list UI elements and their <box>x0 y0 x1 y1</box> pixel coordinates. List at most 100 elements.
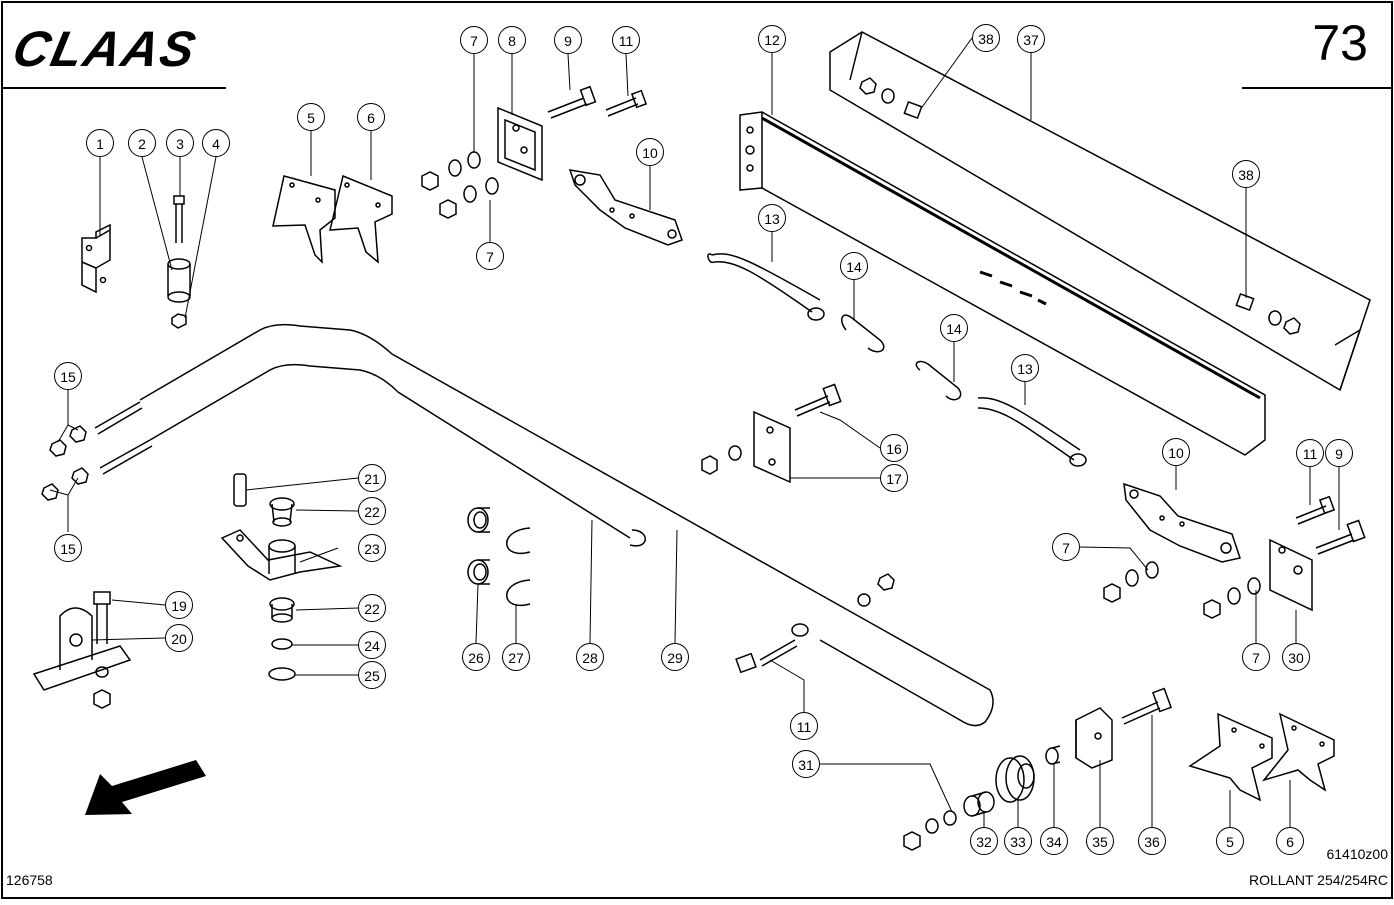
part-bolt-11-cable <box>735 573 895 674</box>
part-plate-6-top <box>329 174 393 264</box>
callout-38-right[interactable]: 38 <box>1232 160 1260 188</box>
callout-37[interactable]: 37 <box>1017 25 1045 53</box>
part-pulley-33 <box>995 755 1035 803</box>
callout-7-bottom[interactable]: 7 <box>1242 643 1270 671</box>
callout-22-bottom[interactable]: 22 <box>358 594 386 622</box>
callout-10-bottom[interactable]: 10 <box>1162 438 1190 466</box>
callout-9-top[interactable]: 9 <box>554 26 582 54</box>
part-bracket-1 <box>81 223 111 294</box>
callout-14-top[interactable]: 14 <box>840 252 868 280</box>
part-bracket-30 <box>1269 538 1313 612</box>
part-fasteners-38-top <box>859 77 923 119</box>
part-bushing-22-top <box>269 497 295 527</box>
callout-16[interactable]: 16 <box>880 434 908 462</box>
callout-19[interactable]: 19 <box>165 591 193 619</box>
callout-4[interactable]: 4 <box>202 129 230 157</box>
callout-24[interactable]: 24 <box>358 631 386 659</box>
document-number: 126758 <box>6 872 53 888</box>
callout-3[interactable]: 3 <box>166 129 194 157</box>
part-washers-17 <box>701 445 742 475</box>
callout-6-top[interactable]: 6 <box>357 103 385 131</box>
part-bolt-9-top <box>547 85 597 119</box>
callout-29[interactable]: 29 <box>661 643 689 671</box>
callout-13-bottom[interactable]: 13 <box>1011 354 1039 382</box>
callout-33[interactable]: 33 <box>1004 827 1032 855</box>
callout-27[interactable]: 27 <box>502 643 530 671</box>
part-spacer-34 <box>1045 745 1061 765</box>
callout-11-right[interactable]: 11 <box>1296 439 1324 467</box>
callout-15-top[interactable]: 15 <box>54 362 82 390</box>
part-bushing-22-bottom <box>269 597 295 623</box>
part-plate-5-bottom <box>1188 712 1273 802</box>
part-pin-21 <box>233 473 247 507</box>
callout-38-top[interactable]: 38 <box>972 24 1000 52</box>
part-plate-17 <box>753 410 791 484</box>
callout-10-top[interactable]: 10 <box>636 138 664 166</box>
callout-26[interactable]: 26 <box>462 643 490 671</box>
direction-arrow <box>85 760 206 815</box>
callout-36[interactable]: 36 <box>1138 827 1166 855</box>
callout-7-top[interactable]: 7 <box>460 26 488 54</box>
drawing-code: 61410z00 <box>1326 846 1388 862</box>
part-threaded-end-15-bottom <box>41 439 153 501</box>
part-bolt-11-bottom <box>1295 495 1336 525</box>
callout-21[interactable]: 21 <box>358 464 386 492</box>
leader-lines <box>49 37 1340 827</box>
part-washers-7-top <box>421 151 499 219</box>
part-washer-24 <box>271 638 293 650</box>
callout-31[interactable]: 31 <box>792 750 820 778</box>
callout-15-bottom[interactable]: 15 <box>54 534 82 562</box>
callout-14-bottom[interactable]: 14 <box>940 314 968 342</box>
callout-32[interactable]: 32 <box>970 827 998 855</box>
part-threaded-end-15-top <box>49 401 143 457</box>
callout-13-top[interactable]: 13 <box>758 204 786 232</box>
callout-6-bottom[interactable]: 6 <box>1276 827 1304 855</box>
callout-23[interactable]: 23 <box>358 534 386 562</box>
callout-8[interactable]: 8 <box>498 26 526 54</box>
part-ring-27-bottom <box>506 579 531 607</box>
page-number: 73 <box>1312 15 1368 71</box>
part-bolt-9-bottom <box>1315 519 1366 555</box>
callout-1[interactable]: 1 <box>86 129 114 157</box>
part-nuts-31 <box>903 810 957 851</box>
part-hook-14-top <box>841 314 885 353</box>
part-bracket-35 <box>1075 707 1113 769</box>
part-ring-27-top <box>506 527 531 555</box>
callout-22-top[interactable]: 22 <box>358 497 386 525</box>
model-label: ROLLANT 254/254RC <box>1248 872 1388 888</box>
part-beam-12 <box>739 111 1266 456</box>
callout-30[interactable]: 30 <box>1282 643 1310 671</box>
part-bolt-36 <box>1121 687 1173 725</box>
part-bracket-20 <box>32 607 132 691</box>
callout-11-top[interactable]: 11 <box>612 26 640 54</box>
callout-34[interactable]: 34 <box>1040 827 1068 855</box>
part-strap-10-bottom <box>1123 482 1241 563</box>
part-guide-37 <box>829 31 1371 392</box>
callout-20[interactable]: 20 <box>165 624 193 652</box>
part-bolt-3 <box>173 195 185 243</box>
callout-7-mid[interactable]: 7 <box>476 242 504 270</box>
part-spacer-32 <box>963 791 995 817</box>
callout-5-bottom[interactable]: 5 <box>1216 827 1244 855</box>
callout-2[interactable]: 2 <box>128 129 156 157</box>
callout-9-right[interactable]: 9 <box>1325 439 1353 467</box>
callout-28[interactable]: 28 <box>576 643 604 671</box>
callout-17[interactable]: 17 <box>880 464 908 492</box>
callout-11-cable[interactable]: 11 <box>790 712 818 740</box>
part-strap-10-top <box>568 169 683 246</box>
part-lever-23 <box>220 529 343 581</box>
callout-5-top[interactable]: 5 <box>297 103 325 131</box>
part-bolt-16 <box>794 383 842 417</box>
part-bushing-26-top <box>467 507 490 533</box>
callout-35[interactable]: 35 <box>1086 827 1114 855</box>
part-spring-13-top <box>707 253 825 321</box>
callout-25[interactable]: 25 <box>358 661 386 689</box>
part-plate-6-bottom <box>1261 712 1335 792</box>
part-fasteners-38-right <box>1235 293 1301 335</box>
part-plate-5-top <box>272 175 336 264</box>
callout-7-right[interactable]: 7 <box>1052 533 1080 561</box>
callout-12[interactable]: 12 <box>758 25 786 53</box>
part-bolt-11-top <box>605 89 648 117</box>
part-spring-13-bottom <box>977 397 1087 467</box>
